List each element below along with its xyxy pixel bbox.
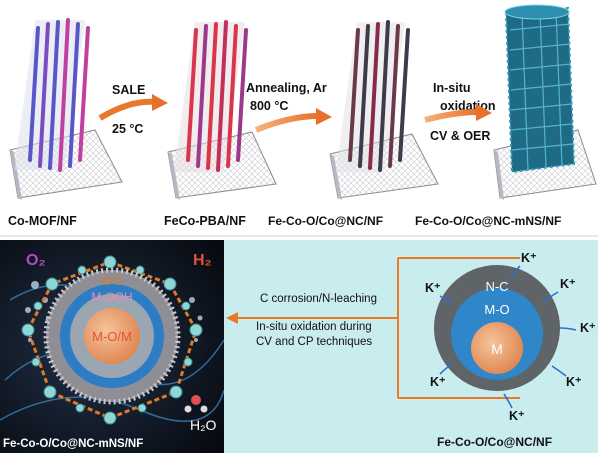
note-corrosion: C corrosion/N-leaching: [260, 293, 377, 305]
panel-caption: Fe-Co-O/Co@NC/NF: [437, 435, 552, 449]
nanorod-array: [14, 18, 90, 172]
ion-label: K⁺: [509, 409, 525, 423]
step-arrow-oxidation: In-situ oxidation CV & OER: [424, 81, 496, 143]
water-molecule-icon: [184, 395, 208, 413]
panel-pristine-particle: C corrosion/N-leaching In-situ oxidation…: [224, 240, 598, 453]
ion-flux-arrows: [439, 265, 577, 409]
core-shell-particle: [43, 267, 181, 405]
gas-h2: H₂: [193, 252, 212, 269]
step-label: In-situ: [433, 81, 471, 95]
ion-label: K⁺: [566, 375, 582, 389]
note-oxidation-1: In-situ oxidation during: [256, 321, 372, 333]
gas-o2: O₂: [26, 252, 46, 269]
stage-fe-co-o-co-nc: Fe-Co-O/Co@NC/NF: [268, 20, 439, 228]
stage-feco-pba: FeCo-PBA/NF: [164, 20, 277, 228]
ion-label: K⁺: [521, 251, 537, 265]
ion-label: K⁺: [430, 375, 446, 389]
core-shell-particle: [434, 265, 560, 391]
nanorod-array: [173, 20, 248, 172]
step-arrow-annealing: Annealing, Ar 800 °C: [246, 81, 332, 133]
step-condition: 25 °C: [112, 122, 143, 136]
stage-label: FeCo-PBA/NF: [164, 214, 246, 228]
stage-label: Co-MOF/NF: [8, 214, 77, 228]
note-oxidation-2: CV and CP techniques: [256, 336, 372, 348]
step-condition: CV & OER: [430, 129, 490, 143]
stage-fe-co-o-co-nc-mns: Fe-Co-O/Co@NC-mNS/NF: [415, 4, 597, 228]
ion-label: K⁺: [560, 277, 576, 291]
core-label: M: [491, 341, 503, 357]
stage-label: Fe-Co-O/Co@NC-mNS/NF: [415, 214, 561, 228]
shell-nc-label: N-C: [101, 274, 123, 288]
ion-label: K⁺: [425, 281, 441, 295]
shell-mooh-label: M-OOH: [91, 290, 132, 304]
core-label: M-O/M: [92, 329, 132, 344]
stage-co-mof: Co-MOF/NF: [8, 18, 123, 228]
bubbles: [25, 281, 203, 342]
step-arrow-sale: SALE 25 °C: [98, 83, 168, 136]
stage-label: Fe-Co-O/Co@NC/NF: [268, 214, 383, 228]
nanosheet-array: [504, 4, 576, 174]
shell-mo-label: M-O: [484, 302, 509, 317]
process-arrows: [234, 257, 520, 399]
ion-label: K⁺: [580, 321, 596, 335]
panel-caption: Fe-Co-O/Co@NC-mNS/NF: [3, 438, 143, 450]
step-label: SALE: [112, 83, 145, 97]
arrow-head: [226, 312, 238, 324]
water-label: H₂O: [190, 417, 217, 433]
step-condition: 800 °C: [250, 99, 288, 113]
metal-organic-frame: [21, 255, 203, 425]
shell-nc-label: N-C: [485, 279, 508, 294]
potassium-ions: K⁺ K⁺ K⁺ K⁺ K⁺ K⁺ K⁺: [425, 251, 596, 423]
step-label: Annealing, Ar: [246, 81, 327, 95]
panel-oxidized-nanosheet: O₂ H₂ N-C M-OOH M-O/M H₂O Fe-Co-O/Co@NC-…: [0, 240, 225, 453]
nanorod-array: [335, 20, 410, 172]
